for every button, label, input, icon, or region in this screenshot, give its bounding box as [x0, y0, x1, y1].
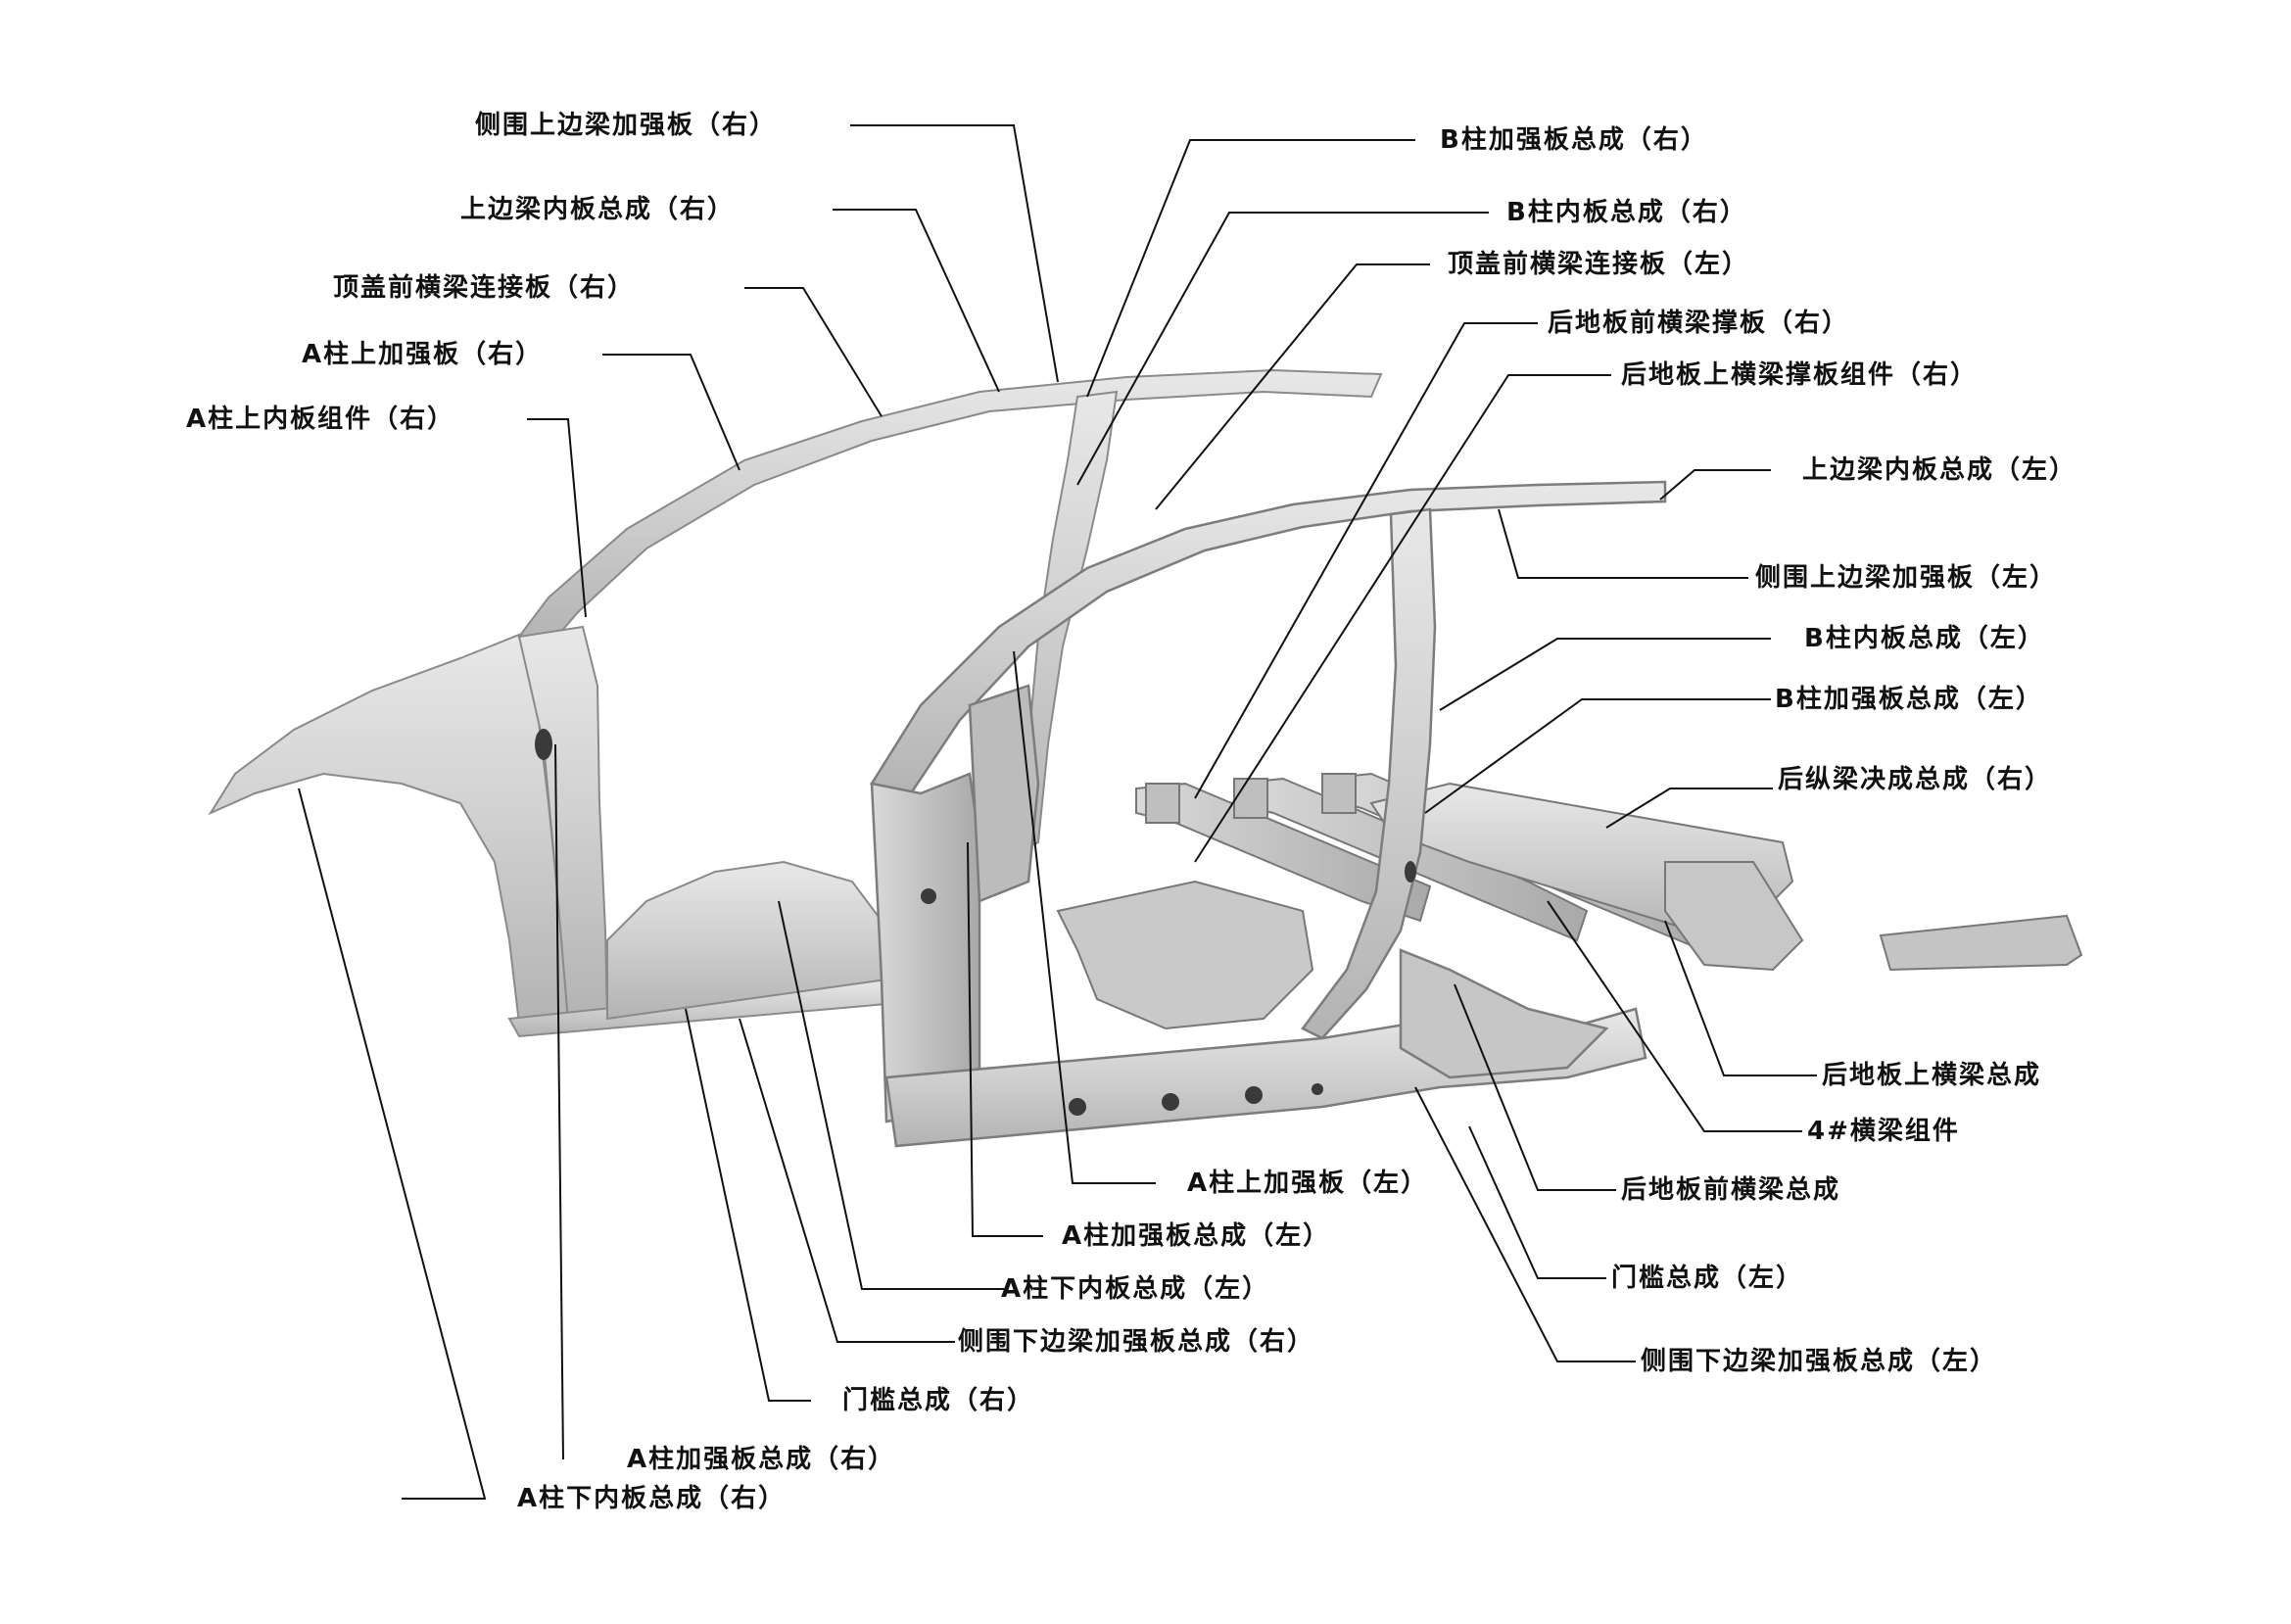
label-left-a-pillar-reinforcement: A柱加强板总成（左）: [1062, 1221, 1331, 1251]
label-right-rear-longitudinal-rail: 后纵梁决成总成（右）: [1778, 765, 2053, 794]
leader-l01: [850, 124, 1059, 383]
leader-l07: [298, 788, 487, 1500]
sill-hole-2: [1162, 1093, 1179, 1111]
leader-l08: [685, 1008, 811, 1402]
leader-l11: [967, 841, 1043, 1237]
label-right-rear-floor-upper-crossmember-brace: 后地板上横梁撑板组件（右）: [1621, 360, 1979, 390]
leader-l15: [1155, 263, 1430, 510]
a-pillar-hole-right: [535, 729, 552, 760]
right-roof-rail: [517, 368, 1383, 648]
label-no4-crossmember: 4#横梁组件: [1807, 1117, 1960, 1146]
right-wheel-arch: [606, 860, 888, 1021]
leader-l09: [739, 1018, 955, 1343]
label-left-sill: 门槛总成（左）: [1611, 1264, 1804, 1293]
label-left-upper-side-rail-reinforcement: 侧围上边梁加强板（左）: [1755, 563, 2058, 593]
leader-l23: [1664, 920, 1817, 1076]
label-right-b-pillar-inner: B柱内板总成（右）: [1506, 198, 1747, 227]
leader-l19: [1498, 508, 1748, 579]
label-right-sill: 门槛总成（右）: [842, 1386, 1035, 1415]
leader-l03: [744, 287, 883, 417]
label-left-lower-side-rail-reinforcement: 侧围下边梁加强板总成（左）: [1641, 1347, 1998, 1376]
bracket-2: [1233, 778, 1268, 819]
label-right-a-pillar-upper-inner: A柱上内板组件（右）: [186, 405, 455, 434]
leader-l20: [1439, 638, 1771, 711]
label-right-lower-side-rail-reinforcement: 侧围下边梁加强板总成（右）: [958, 1327, 1315, 1357]
leader-l21: [1424, 698, 1771, 814]
left-rear-quarter-lower: [1399, 948, 1609, 1079]
leader-l27: [1414, 1086, 1636, 1362]
leader-l06: [554, 743, 564, 1460]
leader-l26: [1468, 1125, 1606, 1279]
leader-l12: [1013, 650, 1156, 1184]
leader-l13: [1086, 139, 1415, 398]
label-left-a-pillar-lower-inner: A柱下内板总成（左）: [1001, 1274, 1270, 1304]
a-pillar-hole-left: [921, 888, 936, 904]
right-side-frame: [208, 368, 1383, 1038]
label-left-b-pillar-reinforcement: B柱加强板总成（左）: [1775, 685, 2043, 714]
leader-l04: [602, 354, 740, 471]
sill-hole-1: [1069, 1098, 1086, 1116]
label-right-rear-floor-front-crossmember-brace: 后地板前横梁撑板（右）: [1548, 309, 1850, 338]
b-pillar-hole-left: [1405, 861, 1416, 883]
leader-l14: [1076, 212, 1489, 486]
rear-bracket: [1879, 914, 2083, 972]
label-left-roof-rail-inner-panel: 上边梁内板总成（左）: [1802, 455, 2077, 485]
leader-l22: [1605, 788, 1773, 829]
bracket-3: [1321, 773, 1357, 814]
sill-hole-4: [1312, 1083, 1323, 1095]
bracket-1: [1145, 783, 1180, 824]
floor-pan: [1056, 880, 1314, 1030]
left-b-pillar: [1301, 507, 1437, 1040]
leader-lines: [298, 124, 1817, 1500]
rear-floor-upper-cross-member: [1664, 861, 1804, 972]
left-a-pillar-lower: [870, 772, 981, 1123]
leader-l05: [527, 418, 587, 618]
leader-l24: [1547, 900, 1802, 1132]
label-right-upper-side-rail-reinforcement: 侧围上边梁加强板（右）: [475, 111, 778, 140]
leader-l16: [1194, 322, 1538, 799]
label-right-front-roof-crossmember-connector: 顶盖前横梁连接板（右）: [333, 273, 636, 303]
leader-l25: [1454, 983, 1616, 1191]
leader-l18: [1659, 469, 1771, 501]
label-right-a-pillar-reinforcement: A柱加强板总成（右）: [627, 1445, 896, 1474]
label-right-b-pillar-reinforcement: B柱加强板总成（右）: [1440, 125, 1708, 155]
right-b-pillar: [1017, 390, 1119, 854]
leader-l10: [778, 900, 1007, 1290]
leader-l17: [1194, 374, 1611, 863]
label-right-roof-rail-inner-panel: 上边梁内板总成（右）: [460, 195, 736, 224]
label-rear-floor-upper-crossmember: 后地板上横梁总成: [1822, 1061, 2042, 1090]
label-left-front-roof-crossmember-connector: 顶盖前横梁连接板（左）: [1448, 250, 1750, 279]
label-left-b-pillar-inner: B柱内板总成（左）: [1804, 624, 2045, 653]
sill-holes: [535, 729, 1416, 1116]
label-right-a-pillar-lower-inner: A柱下内板总成（右）: [517, 1484, 787, 1513]
label-rear-floor-front-crossmember: 后地板前横梁总成: [1621, 1175, 1841, 1205]
label-right-a-pillar-upper-reinforcement: A柱上加强板（右）: [302, 340, 544, 369]
sill-hole-3: [1245, 1086, 1263, 1104]
label-left-a-pillar-upper-reinforcement: A柱上加强板（左）: [1187, 1169, 1429, 1198]
left-roof-rail: [870, 480, 1667, 795]
leader-l02: [833, 209, 1000, 393]
